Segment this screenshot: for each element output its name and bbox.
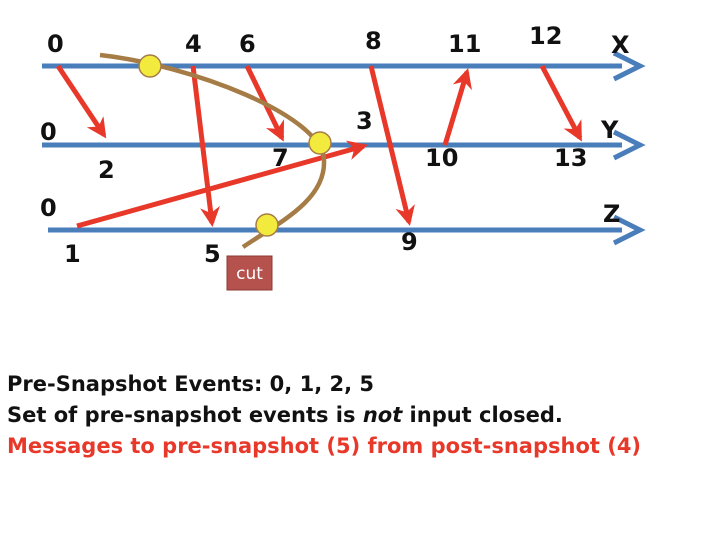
- message-x4-z5: [190, 65, 221, 227]
- event-label-x11: 11: [448, 30, 481, 58]
- cut-marker-y: [308, 131, 332, 155]
- event-label-y10: 10: [425, 144, 458, 172]
- caption-messages-highlight: Messages to pre-snapshot (5) from post-s…: [7, 434, 642, 458]
- cut-label: cut: [236, 264, 263, 284]
- caption-input-closed-emphasis: not: [362, 403, 403, 427]
- event-label-x8: 8: [365, 27, 382, 55]
- event-label-x12: 12: [529, 22, 562, 50]
- process-label-y: Y: [600, 116, 619, 144]
- timeline-z: [48, 214, 646, 246]
- space-time-diagram: cut X Y Z 0 4 6 8 11 12 0 2 7 3 10 13 0 …: [40, 22, 646, 291]
- timeline-x: [42, 50, 646, 82]
- event-label-y3: 3: [356, 107, 373, 135]
- message-y10-x11: [442, 68, 472, 146]
- caption-input-closed-pre: Set of pre-snapshot events is: [7, 403, 363, 427]
- cut-marker-z: [255, 213, 279, 237]
- caption-input-closed-post: input closed.: [402, 403, 563, 427]
- event-label-y7: 7: [272, 144, 289, 172]
- message-x0-y2: [55, 64, 107, 139]
- event-label-y2: 2: [98, 156, 115, 184]
- process-label-z: Z: [603, 200, 620, 228]
- event-label-y0: 0: [40, 118, 57, 146]
- event-label-z5: 5: [204, 240, 221, 268]
- event-label-z1: 1: [64, 240, 81, 268]
- process-label-x: X: [611, 31, 630, 59]
- event-label-z0: 0: [40, 194, 57, 222]
- message-z1-y3: [76, 140, 368, 229]
- timeline-y: [42, 129, 646, 161]
- event-label-x4: 4: [185, 30, 202, 58]
- cut-marker-x: [138, 54, 162, 78]
- message-x12-y13: [539, 64, 583, 142]
- event-label-y13: 13: [554, 144, 587, 172]
- caption-input-closed: Set of pre-snapshot events is not input …: [7, 403, 563, 427]
- event-label-x0: 0: [47, 30, 64, 58]
- message-x8-z9: [368, 65, 415, 226]
- event-label-x6: 6: [239, 30, 256, 58]
- cut-label-box: cut: [226, 255, 273, 291]
- event-label-z9: 9: [401, 228, 418, 256]
- caption-pre-snapshot-events: Pre-Snapshot Events: 0, 1, 2, 5: [7, 372, 374, 396]
